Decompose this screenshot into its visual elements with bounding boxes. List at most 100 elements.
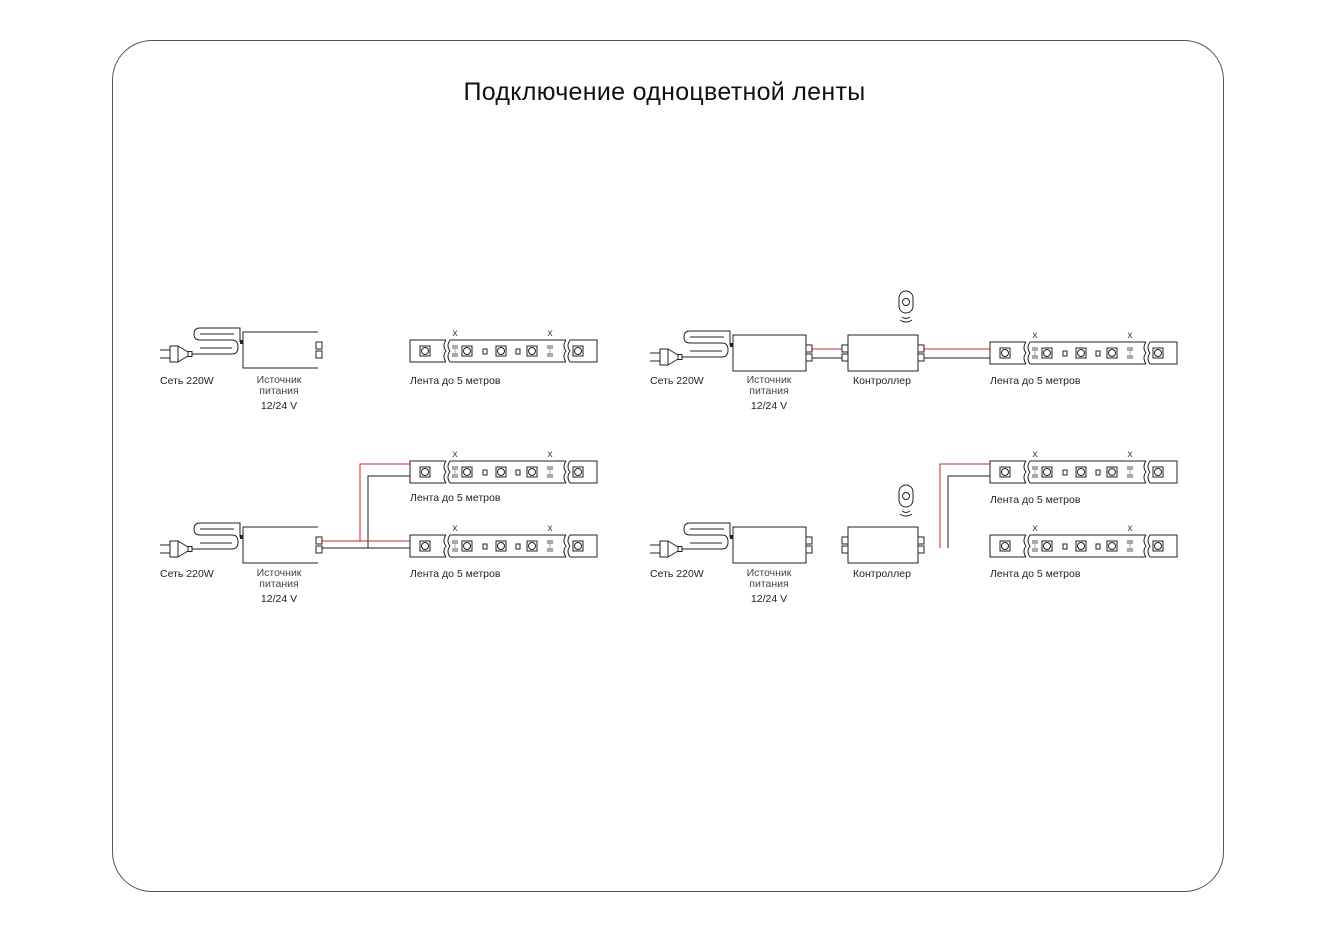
label: Контроллер: [853, 375, 911, 387]
plug-icon: [160, 345, 193, 363]
led-chip-icon: [1075, 466, 1087, 478]
power-cord: [682, 522, 731, 550]
label: Лента до 5 метров: [990, 568, 1081, 580]
cut-mark: x: [452, 327, 458, 339]
label: Источник: [747, 374, 792, 386]
led-chip-icon: [572, 466, 584, 478]
cut-pads: x: [547, 327, 553, 357]
resistor-icon: [515, 348, 521, 355]
label: Сеть 220W: [160, 375, 214, 387]
power-cord: [192, 327, 241, 355]
resistor-icon: [482, 348, 488, 355]
diagram-frame: [112, 40, 1224, 892]
label: Контроллер: [853, 568, 911, 580]
cut-mark: x: [1127, 522, 1133, 534]
led-chip-icon: [1106, 347, 1118, 359]
resistor-icon: [515, 543, 521, 550]
led-chip-icon: [495, 345, 507, 357]
cut-mark: x: [547, 327, 553, 339]
label: Сеть 220W: [650, 568, 704, 580]
led-chip-icon: [1041, 540, 1053, 552]
cut-pads: x: [1127, 329, 1133, 359]
label: Лента до 5 метров: [410, 492, 501, 504]
led-chip-icon: [999, 466, 1011, 478]
led-chip-icon: [419, 540, 431, 552]
negative-wire: [322, 475, 410, 549]
cut-mark: x: [452, 448, 458, 460]
led-chip-icon: [1152, 540, 1164, 552]
label: питания: [259, 578, 298, 590]
cut-pads: x: [1127, 448, 1133, 478]
cut-mark: x: [452, 522, 458, 534]
label: Сеть 220W: [650, 375, 704, 387]
led-chip-icon: [999, 540, 1011, 552]
cut-pads: x: [452, 522, 458, 552]
power-cord: [192, 522, 241, 550]
plug-icon: [650, 348, 683, 366]
cut-pads: x: [1127, 522, 1133, 552]
led-chip-icon: [419, 345, 431, 357]
cut-pads: x: [452, 327, 458, 357]
label: 12/24 V: [751, 593, 787, 605]
power-supply-icon: [240, 331, 323, 369]
label: Сеть 220W: [160, 568, 214, 580]
led-chip-icon: [461, 466, 473, 478]
power-cord: [682, 330, 731, 358]
led-chip-icon: [999, 347, 1011, 359]
led-chip-icon: [526, 540, 538, 552]
led-chip-icon: [1152, 466, 1164, 478]
cut-pads: x: [1032, 522, 1038, 552]
resistor-icon: [1062, 543, 1068, 550]
power-supply-icon: [730, 334, 813, 372]
cut-mark: x: [547, 448, 553, 460]
label: питания: [259, 385, 298, 397]
led-chip-icon: [526, 466, 538, 478]
label: Лента до 5 метров: [990, 375, 1081, 387]
plug-icon: [650, 540, 683, 558]
label: питания: [749, 578, 788, 590]
cut-pads: x: [547, 522, 553, 552]
label: Лента до 5 метров: [410, 568, 501, 580]
resistor-icon: [1095, 469, 1101, 476]
resistor-icon: [1062, 469, 1068, 476]
cut-mark: x: [1032, 448, 1038, 460]
cut-pads: x: [1032, 329, 1038, 359]
page-title: Подключение одноцветной ленты: [463, 78, 866, 106]
label: 12/24 V: [751, 400, 787, 412]
resistor-icon: [482, 469, 488, 476]
cut-mark: x: [1032, 522, 1038, 534]
cut-mark: x: [547, 522, 553, 534]
led-chip-icon: [461, 345, 473, 357]
led-chip-icon: [526, 345, 538, 357]
led-chip-icon: [495, 466, 507, 478]
positive-wire: [939, 463, 990, 548]
power-supply-icon: [730, 526, 813, 564]
resistor-icon: [1095, 543, 1101, 550]
label: Источник: [257, 567, 302, 579]
led-chip-icon: [419, 466, 431, 478]
led-chip-icon: [1106, 540, 1118, 552]
remote-control-icon: [898, 484, 914, 517]
label: 12/24 V: [261, 400, 297, 412]
positive-wire: [322, 463, 410, 542]
resistor-icon: [482, 543, 488, 550]
cut-pads: x: [452, 448, 458, 478]
led-chip-icon: [1106, 466, 1118, 478]
remote-control-icon: [898, 290, 914, 323]
led-chip-icon: [461, 540, 473, 552]
cut-mark: x: [1127, 448, 1133, 460]
label: Источник: [257, 374, 302, 386]
led-chip-icon: [495, 540, 507, 552]
controller-icon: [841, 334, 925, 372]
controller-icon: [841, 526, 925, 564]
negative-wire: [947, 475, 990, 548]
cut-pads: x: [1032, 448, 1038, 478]
